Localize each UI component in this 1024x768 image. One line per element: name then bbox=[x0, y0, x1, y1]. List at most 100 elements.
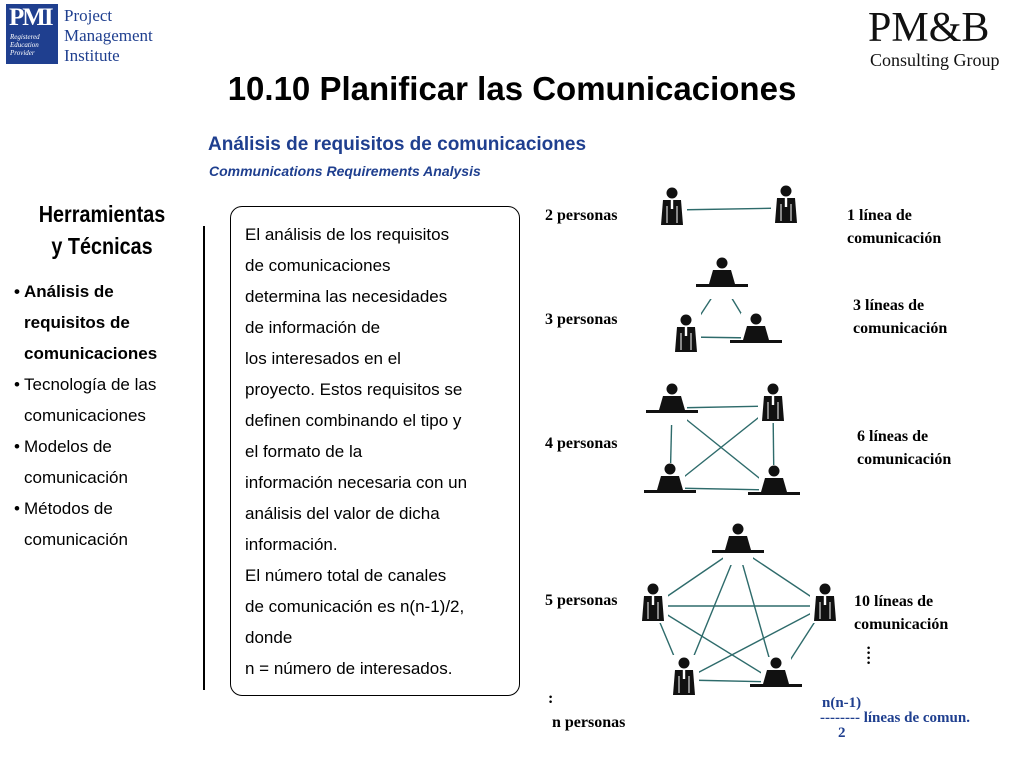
continuation-colon: : bbox=[866, 641, 872, 658]
description-line: de comunicación es n(n-1)/2, bbox=[245, 597, 465, 616]
standing-person-icon bbox=[813, 583, 837, 622]
seated-person-icon bbox=[644, 463, 696, 493]
communication-line bbox=[669, 487, 775, 491]
lines-count-4: 6 líneas de comunicación bbox=[857, 425, 951, 471]
figure-backdrop bbox=[655, 463, 685, 505]
figure-backdrop bbox=[741, 313, 771, 355]
communication-line bbox=[671, 405, 774, 409]
communication-line bbox=[685, 281, 723, 338]
tools-list-item: Análisis de bbox=[14, 276, 204, 307]
lines-count-2: 1 línea de comunicación bbox=[847, 204, 941, 250]
n-colon: : bbox=[548, 690, 554, 707]
lines-label: 6 líneas de bbox=[857, 428, 929, 445]
description-line: n = número de interesados. bbox=[245, 659, 453, 678]
tools-heading: Herramientas y Técnicas bbox=[26, 198, 177, 262]
pmi-mark-small: Provider bbox=[10, 49, 35, 57]
figure-backdrop bbox=[723, 523, 753, 565]
description-line: El análisis de los requisitos bbox=[245, 225, 450, 244]
figure-backdrop bbox=[657, 383, 687, 425]
lines-count-3: 3 líneas de comunicación bbox=[853, 294, 947, 340]
standing-person-icon bbox=[761, 383, 785, 422]
pmi-logo: PMI Registered Education Provider Projec… bbox=[6, 4, 153, 68]
n-people-label: n personas bbox=[552, 714, 626, 731]
description-line: los interesados en el bbox=[245, 349, 401, 368]
figure-backdrop bbox=[669, 655, 699, 697]
description-line: de comunicaciones bbox=[245, 256, 391, 275]
lines-label: comunicación bbox=[853, 320, 948, 337]
people-count-5: 5 personas bbox=[545, 592, 618, 609]
pmb-subtitle: Consulting Group bbox=[870, 50, 1000, 70]
communication-line bbox=[669, 407, 673, 489]
communication-line bbox=[683, 547, 739, 681]
communication-line bbox=[652, 605, 777, 683]
divider-line bbox=[203, 226, 205, 690]
people-count-3: 3 personas bbox=[545, 311, 618, 328]
communication-line bbox=[652, 605, 685, 681]
lines-label: comunicación bbox=[847, 230, 942, 247]
lines-label: 3 líneas de bbox=[853, 297, 925, 314]
pmi-mark: PMI Registered Education Provider bbox=[6, 4, 58, 64]
pmi-mark-small: Registered bbox=[10, 33, 40, 41]
lines-count-5: 10 líneas de comunicación bbox=[854, 590, 948, 636]
description-line: información. bbox=[245, 535, 338, 554]
tools-list-item: comunicaciones bbox=[24, 344, 158, 363]
pmi-word: Institute bbox=[64, 46, 120, 65]
description-line: el formato de la bbox=[245, 442, 363, 461]
pmi-word: Management bbox=[64, 26, 153, 45]
description-line: definen combinando el tipo y bbox=[245, 411, 462, 430]
tools-list-item: requisitos de bbox=[24, 313, 130, 332]
figure-backdrop bbox=[761, 657, 791, 699]
lines-label: 10 líneas de bbox=[854, 593, 934, 610]
figure-backdrop bbox=[810, 581, 840, 623]
pmi-mark-small: Education bbox=[10, 41, 39, 49]
tools-list-item: comunicación bbox=[24, 468, 128, 487]
seated-person-icon bbox=[712, 523, 764, 553]
description-line: donde bbox=[245, 628, 293, 647]
seated-person-icon bbox=[750, 657, 802, 687]
formula-suffix: líneas de comun. bbox=[863, 710, 970, 726]
communication-line bbox=[683, 605, 826, 681]
people-count-4: 4 personas bbox=[545, 435, 618, 452]
standing-person-icon bbox=[660, 187, 684, 226]
communication-line bbox=[652, 547, 739, 607]
tools-list-item: comunicaciones bbox=[24, 406, 146, 425]
pmb-name: PM&B bbox=[868, 5, 990, 51]
communication-line bbox=[669, 405, 774, 489]
tools-list-item: comunicación bbox=[24, 530, 128, 549]
subtitle-spanish: Análisis de requisitos de comunicaciones bbox=[208, 134, 587, 155]
communication-line bbox=[737, 547, 777, 683]
communication-line bbox=[772, 405, 775, 491]
seated-person-icon bbox=[696, 257, 748, 287]
tools-heading-line: y Técnicas bbox=[51, 233, 153, 259]
communication-line bbox=[721, 281, 757, 339]
communication-line bbox=[671, 207, 787, 211]
figure-backdrop bbox=[759, 465, 789, 507]
lines-label: 1 línea de bbox=[847, 207, 912, 224]
description-line: El número total de canales bbox=[245, 566, 447, 585]
figure-backdrop bbox=[671, 312, 701, 354]
pmi-wordmark: Project Management Institute bbox=[64, 6, 153, 66]
communication-line bbox=[685, 336, 757, 339]
figure-backdrop bbox=[758, 381, 788, 423]
page-title: 10.10 Planificar las Comunicaciones bbox=[227, 70, 797, 107]
figure-backdrop bbox=[771, 183, 801, 225]
lines-label: comunicación bbox=[857, 451, 952, 468]
standing-person-icon bbox=[641, 583, 665, 622]
communication-line bbox=[775, 605, 826, 683]
continuation-colon: : bbox=[866, 651, 872, 668]
description-box: El análisis de los requisitos de comunica… bbox=[230, 206, 520, 696]
standing-person-icon bbox=[672, 657, 696, 696]
people-count-2: 2 personas bbox=[545, 207, 618, 224]
figure-backdrop bbox=[638, 581, 668, 623]
seated-person-icon bbox=[730, 313, 782, 343]
communication-line bbox=[737, 547, 826, 607]
description-line: análisis del valor de dicha bbox=[245, 504, 440, 523]
standing-person-icon bbox=[774, 185, 798, 224]
description-line: información necesaria con un bbox=[245, 473, 468, 492]
formula-fraction-line: -------- líneas de comun. bbox=[820, 711, 970, 726]
subtitle-english: Communications Requirements Analysis bbox=[209, 163, 481, 179]
formula: n(n-1) -------- líneas de comun. 2 bbox=[820, 696, 970, 741]
pmi-word: Project bbox=[64, 6, 113, 25]
formula-dashes: -------- bbox=[820, 710, 860, 726]
